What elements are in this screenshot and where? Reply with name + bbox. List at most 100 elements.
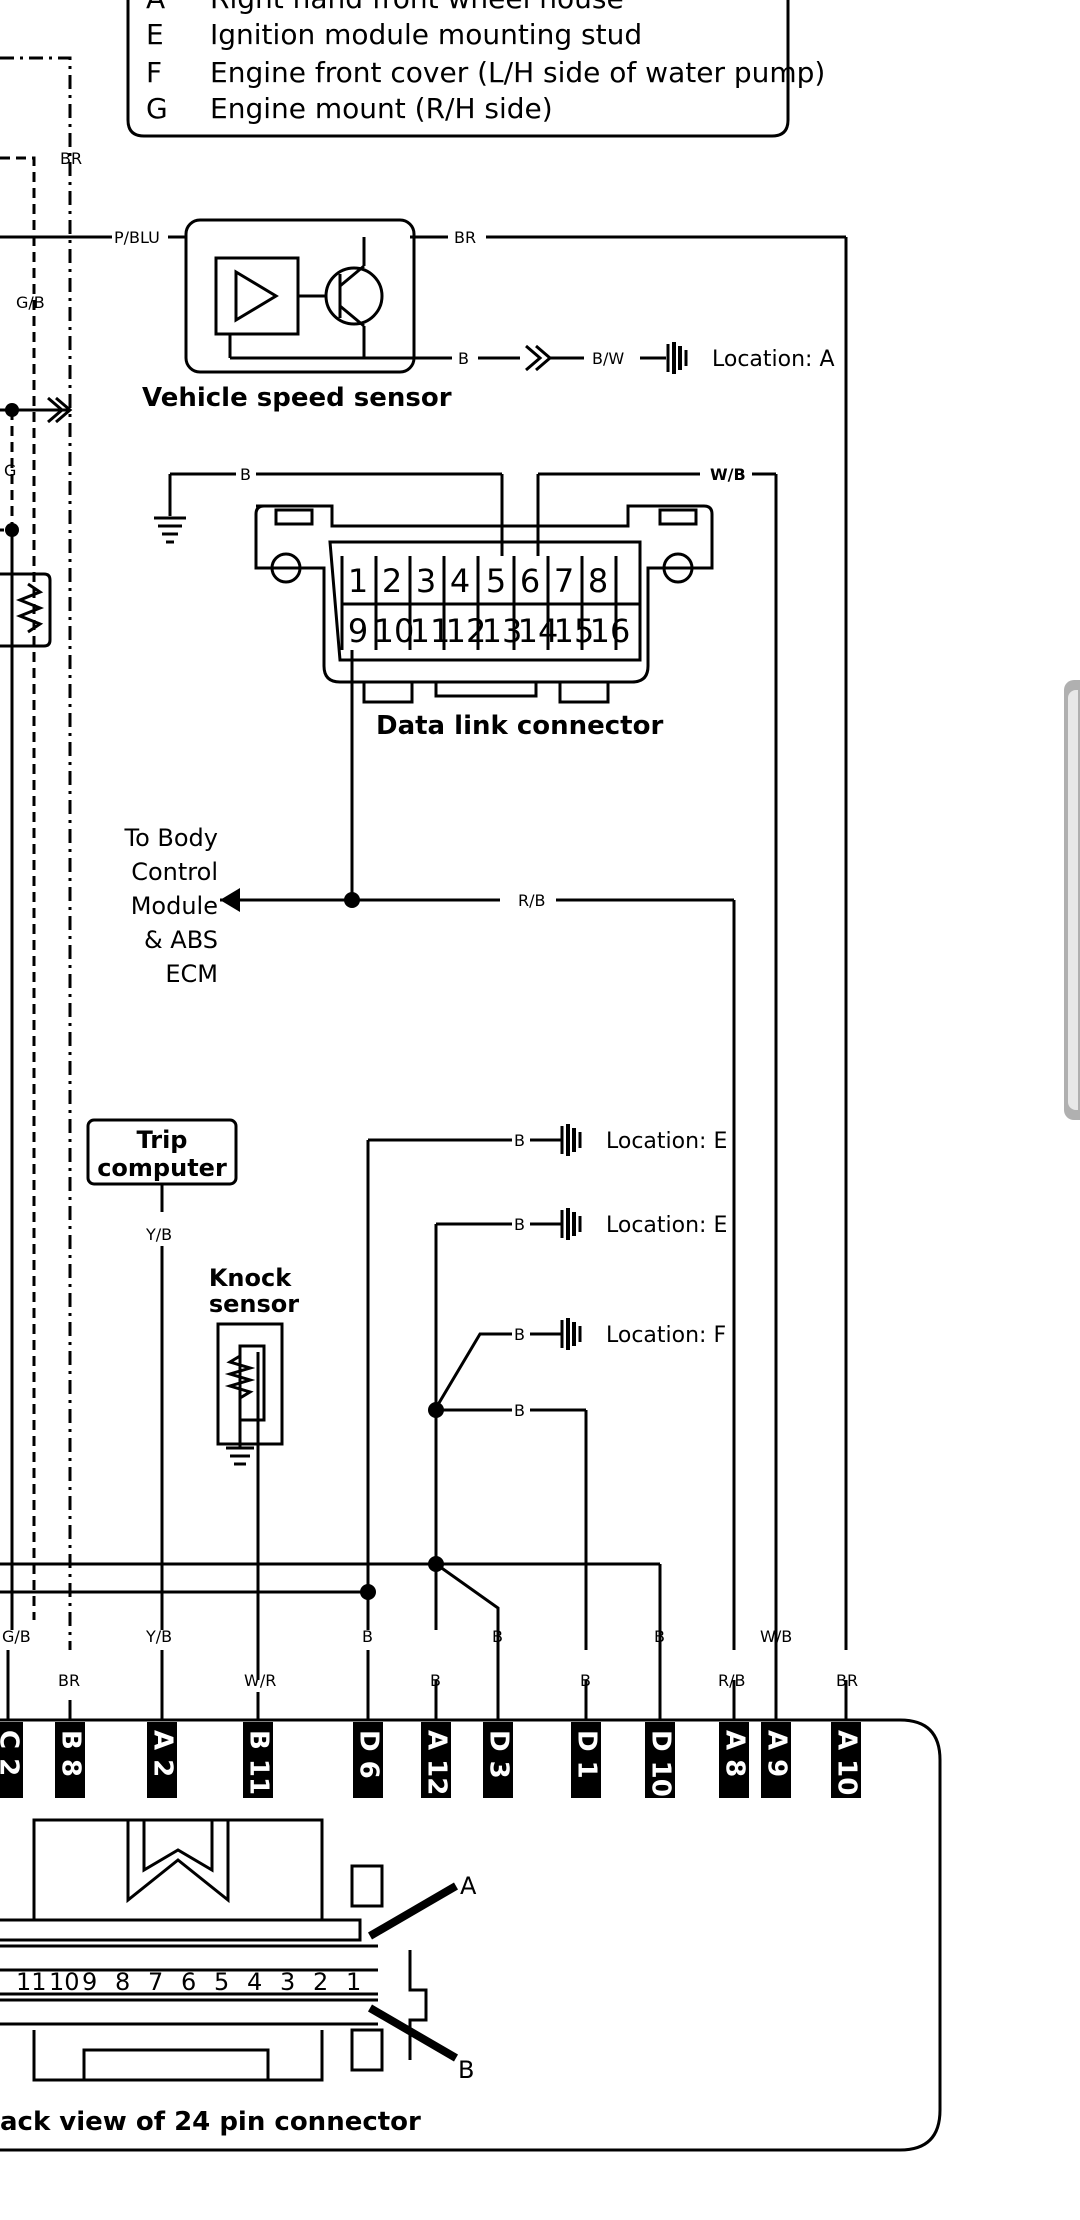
wire-label-g-b-top: G/B: [16, 293, 45, 312]
svg-text:D 6: D 6: [354, 1730, 384, 1779]
dlc-pin-7: 7: [554, 562, 574, 600]
dlc-pin-4: 4: [450, 562, 470, 600]
connector-number-4: 4: [247, 1968, 262, 1996]
wire-label-b-d6: B: [362, 1627, 373, 1646]
svg-text:A 10: A 10: [832, 1730, 862, 1795]
svg-text:To Body: To Body: [124, 824, 218, 852]
connector-number-2: 2: [313, 1968, 328, 1996]
ground-symbol-f: [560, 1318, 582, 1350]
connector-number-7: 7: [148, 1968, 163, 1996]
wire-label-w-r: W/R: [244, 1671, 276, 1690]
ecm-pin-d1: D 1: [571, 1722, 602, 1798]
legend-text-f: Engine front cover (L/H side of water pu…: [210, 56, 825, 89]
dlc-pin-10: 10: [374, 612, 415, 650]
dlc-pin-15: 15: [554, 612, 595, 650]
wire-label-p-blu: P/BLU: [114, 228, 160, 247]
wire-label-b-w: B/W: [592, 349, 624, 368]
svg-text:sensor: sensor: [209, 1290, 299, 1318]
ground-symbol-e1: [560, 1124, 582, 1156]
wire-label-b-f: B: [514, 1325, 525, 1344]
legend-text-g: Engine mount (R/H side): [210, 92, 553, 125]
connector-tag-b: B: [458, 2056, 474, 2084]
body-control-label: To Body Control Module & ABS ECM: [124, 824, 218, 988]
wire-label-b-a12: B: [430, 1671, 441, 1690]
legend-key-g: G: [146, 92, 168, 125]
legend-text-a: Right hand front wheel house: [210, 0, 624, 15]
ecm-pin-d10: D 10: [645, 1722, 676, 1798]
dlc-pin-8: 8: [588, 562, 608, 600]
connector-number-8: 8: [115, 1968, 130, 1996]
legend-key-a: A: [146, 0, 165, 15]
wire-label-g: G: [4, 461, 16, 480]
knock-sensor-label: Knock sensor: [209, 1264, 299, 1318]
legend: E Ignition module mounting stud F Engine…: [146, 0, 825, 125]
wire-label-w-b-dlc: W/B: [710, 465, 746, 484]
svg-text:D 1: D 1: [572, 1730, 602, 1779]
connector-tag-a: A: [460, 1872, 477, 1900]
dlc-pin-6: 6: [520, 562, 540, 600]
ecm-pins: C 2 B 8 A 2 B 11 D 6 A 12 D 3 D 1 D 10 A 8 A 9 A 10: [0, 1722, 862, 1798]
svg-text:A 8: A 8: [720, 1730, 750, 1777]
svg-text:Knock: Knock: [209, 1264, 292, 1292]
scrollbar-thumb[interactable]: [1068, 690, 1078, 1110]
svg-text:A 12: A 12: [422, 1730, 452, 1795]
wire-label-b-d1: B: [514, 1401, 525, 1420]
dlc-pin-14: 14: [518, 612, 559, 650]
ecm-connector-outline: [0, 1718, 942, 2152]
dlc-pin-12: 12: [446, 612, 487, 650]
svg-text:A 9: A 9: [762, 1730, 792, 1777]
svg-text:Trip: Trip: [137, 1126, 188, 1154]
ground-location-e2: Location: E: [606, 1213, 727, 1238]
ground-location-vss: Location: A: [712, 347, 835, 372]
dlc-pin-1: 1: [348, 562, 368, 600]
wire-label-r-b-a8: R/B: [718, 1671, 745, 1690]
svg-text:B 8: B 8: [56, 1730, 86, 1777]
legend-key-e: E: [146, 18, 164, 51]
ecm-pin-d3: D 3: [483, 1722, 514, 1798]
dlc-pin-16: 16: [590, 612, 631, 650]
connector-number-9: 9: [82, 1968, 97, 1996]
dlc-pin-3: 3: [416, 562, 436, 600]
ecm-pin-b11: B 11: [243, 1722, 274, 1798]
ecm-pin-b8: B 8: [55, 1722, 86, 1798]
dashed-wire-br: [0, 56, 72, 1650]
dlc-pin-9: 9: [348, 612, 368, 650]
ecm-pin-c2: C 2: [0, 1722, 24, 1798]
wire-label-br-top: BR: [60, 149, 82, 168]
wire-label-y-b-a2: Y/B: [145, 1627, 172, 1646]
legend-text-e: Ignition module mounting stud: [210, 18, 642, 51]
connector-number-1: 1: [346, 1968, 361, 1996]
legend-key-f: F: [146, 56, 162, 89]
wire-label-b-d10: B: [654, 1627, 665, 1646]
wire-label-g-b-low: G/B: [2, 1627, 31, 1646]
ecm-pin-a12: A 12: [421, 1722, 452, 1798]
svg-text:C 2: C 2: [0, 1730, 24, 1776]
dlc-pin-13: 13: [482, 612, 523, 650]
dashed-wire-gb: [0, 156, 36, 1620]
wire-label-r-b-mid: R/B: [518, 891, 545, 910]
vehicle-speed-sensor-box: [184, 218, 416, 374]
connector-number-5: 5: [214, 1968, 229, 1996]
ecm-pin-a10: A 10: [831, 1722, 862, 1798]
ground-location-f: Location: F: [606, 1323, 726, 1348]
ground-location-e1: Location: E: [606, 1129, 727, 1154]
wire-label-br-vss: BR: [454, 228, 476, 247]
ecm-pin-a2: A 2: [147, 1722, 178, 1798]
wire-label-b-d1-low: B: [580, 1671, 591, 1690]
svg-text:Control: Control: [131, 858, 218, 886]
legend-box: [126, 0, 790, 138]
ecm-pin-a9: A 9: [761, 1722, 792, 1798]
wire-label-b-dlc: B: [240, 465, 251, 484]
dlc-body: [254, 504, 714, 684]
connector-number-11: 11: [16, 1968, 47, 1996]
vehicle-speed-sensor-label: Vehicle speed sensor: [142, 383, 452, 413]
svg-text:B 11: B 11: [244, 1730, 274, 1795]
wire-label-b-e1: B: [514, 1131, 525, 1150]
connector-number-6: 6: [181, 1968, 196, 1996]
svg-text:D 10: D 10: [646, 1730, 676, 1797]
wire-label-br-b8: BR: [58, 1671, 80, 1690]
dlc-pin-11: 11: [410, 612, 451, 650]
wire-label-b-vss: B: [458, 349, 469, 368]
